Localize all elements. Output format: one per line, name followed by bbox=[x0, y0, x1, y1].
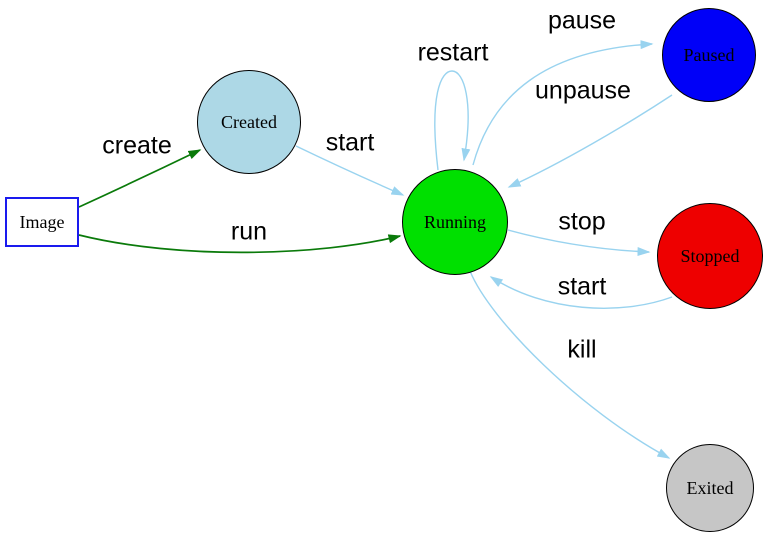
node-paused-label: Paused bbox=[683, 44, 735, 65]
edge-label-run: run bbox=[230, 217, 268, 246]
node-stopped: Stopped bbox=[657, 203, 763, 309]
node-image-label: Image bbox=[19, 211, 65, 232]
node-created-label: Created bbox=[221, 111, 277, 132]
node-exited: Exited bbox=[666, 444, 754, 532]
edge-unpause bbox=[507, 94, 673, 188]
edge-create bbox=[78, 149, 202, 208]
node-created: Created bbox=[197, 70, 301, 174]
node-exited-label: Exited bbox=[686, 477, 734, 498]
edge-label-create: create bbox=[102, 131, 172, 160]
node-running: Running bbox=[402, 169, 508, 275]
edge-label-restart: restart bbox=[417, 38, 489, 67]
node-paused: Paused bbox=[662, 8, 756, 102]
edge-run bbox=[78, 234, 402, 254]
edge-restart-self-loop bbox=[434, 70, 471, 171]
node-image: Image bbox=[5, 197, 79, 247]
node-stopped-label: Stopped bbox=[680, 245, 740, 266]
edge-kill bbox=[469, 270, 671, 459]
edge-stop bbox=[507, 229, 651, 257]
edge-label-unpause: unpause bbox=[535, 76, 631, 105]
edge-pause bbox=[472, 40, 654, 166]
edge-label-stop: stop bbox=[558, 207, 606, 236]
edge-start-from-stopped bbox=[489, 276, 673, 309]
edge-start bbox=[295, 145, 405, 196]
node-running-label: Running bbox=[423, 211, 486, 232]
edge-label-start-from-stopped: start bbox=[557, 272, 607, 301]
edge-label-pause: pause bbox=[547, 6, 617, 35]
edge-label-kill: kill bbox=[567, 335, 597, 364]
edge-label-start: start bbox=[325, 128, 375, 157]
